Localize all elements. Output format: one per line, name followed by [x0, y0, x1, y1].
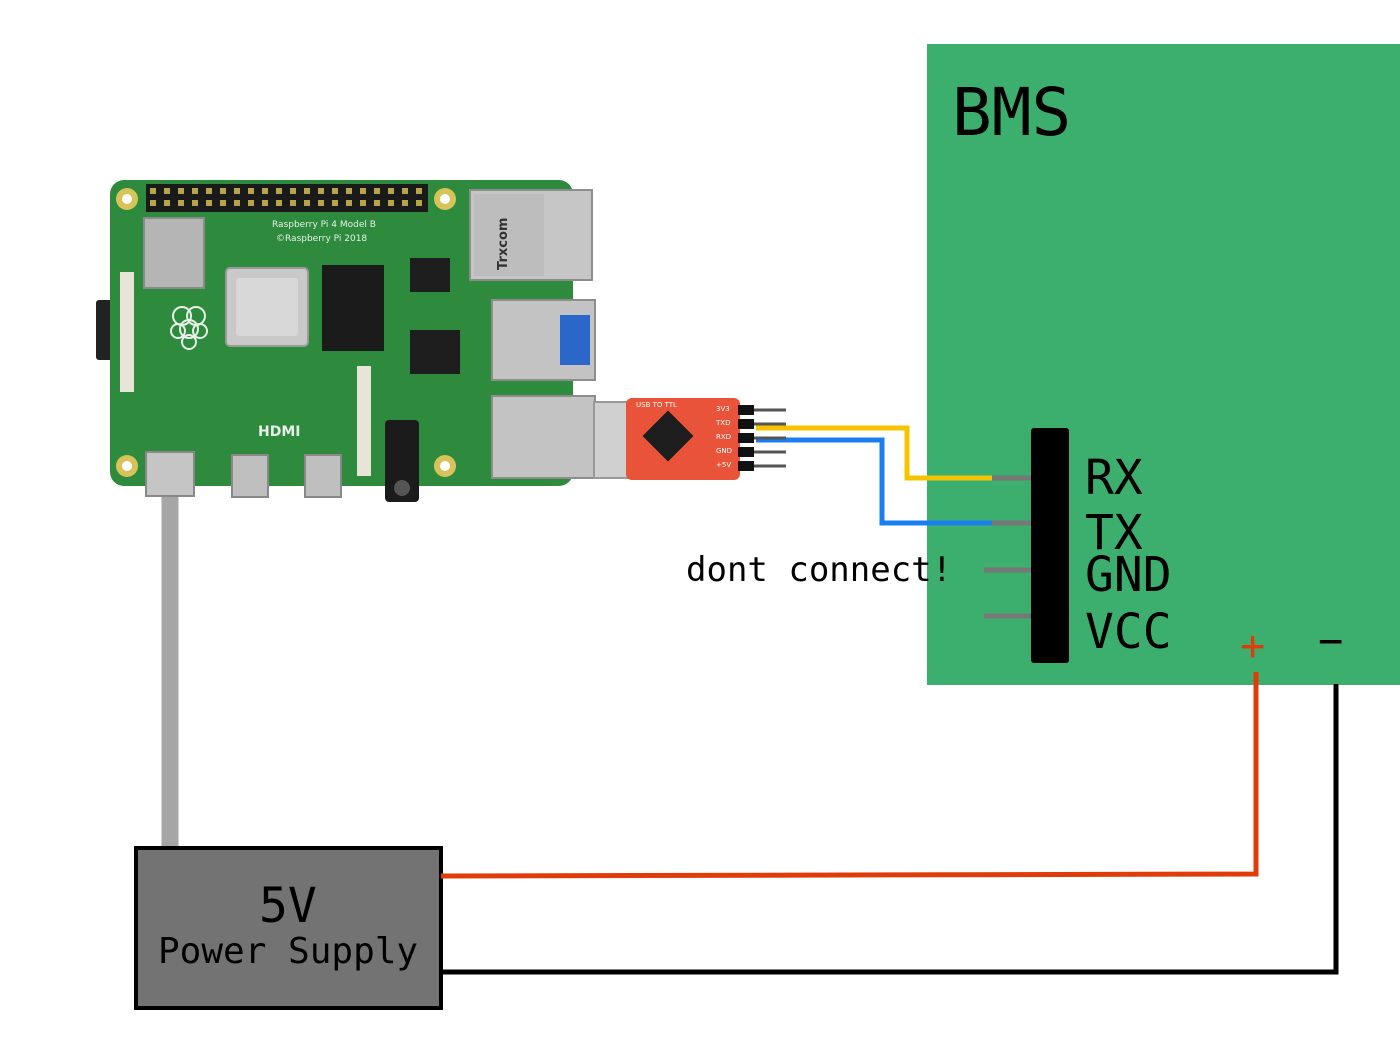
bms-minus-terminal: −: [1318, 620, 1343, 662]
gpio-pin: [220, 200, 226, 206]
ethernet-brand-text: Trxcom: [496, 218, 511, 270]
gpio-pin: [164, 200, 170, 206]
gpio-pin: [248, 188, 254, 194]
gpio-pin: [360, 200, 366, 206]
ttl-pin-label: TXD: [716, 419, 730, 427]
usb-ttl-adapter: [594, 398, 786, 480]
pi-copyright-text: ©Raspberry Pi 2018: [276, 234, 367, 244]
gpio-pin: [416, 200, 422, 206]
warning-label: dont connect!: [686, 553, 952, 587]
gpio-pin: [262, 200, 268, 206]
ttl-header-housing: [738, 419, 754, 429]
ram-chip: [322, 265, 384, 351]
ttl-pin-label: GND: [716, 447, 732, 455]
gpio-pin: [402, 188, 408, 194]
positive-wire: [441, 672, 1256, 876]
gpio-pin: [318, 200, 324, 206]
gpio-pin: [402, 200, 408, 206]
gpio-pin: [150, 188, 156, 194]
ttl-pin-label: 3V3: [716, 405, 730, 413]
gpio-pin: [360, 188, 366, 194]
usb-hub-chip: [410, 330, 460, 374]
gpio-pin: [388, 188, 394, 194]
gpio-pin: [178, 188, 184, 194]
usb2-port: [492, 396, 595, 478]
gpio-header: [146, 184, 428, 212]
bms-pin-rx: RX: [1085, 454, 1143, 502]
gpio-pin: [318, 188, 324, 194]
gpio-pin: [192, 188, 198, 194]
gpio-pin: [220, 188, 226, 194]
ttl-pin-label: RXD: [716, 433, 731, 441]
gpio-pin: [276, 200, 282, 206]
gpio-pin: [150, 200, 156, 206]
gpio-pin: [290, 188, 296, 194]
gpio-pin: [192, 200, 198, 206]
camera-connector: [357, 366, 371, 476]
ttl-label: USB TO TTL: [636, 401, 677, 409]
gpio-pin: [206, 200, 212, 206]
gpio-pin: [234, 200, 240, 206]
power-supply-label: Power Supply: [158, 934, 418, 970]
gpio-pin: [276, 188, 282, 194]
gpio-pin: [164, 188, 170, 194]
ttl-header-housing: [738, 405, 754, 415]
usb-c-power-port: [146, 452, 194, 496]
micro-hdmi-port-0: [232, 455, 268, 497]
usb-controller-chip: [410, 258, 450, 292]
power-supply-voltage: 5V: [259, 882, 317, 930]
gpio-pin: [304, 188, 310, 194]
gpio-pin: [178, 200, 184, 206]
bms-pin-vcc: VCC: [1085, 608, 1172, 656]
ttl-header-housing: [738, 461, 754, 471]
bms-title: BMS: [952, 80, 1071, 146]
ttl-pin-label: +5V: [716, 461, 731, 469]
ttl-header-housing: [738, 433, 754, 443]
display-connector: [120, 272, 134, 392]
usb-plug: [594, 402, 628, 478]
bms-connector: [1031, 428, 1069, 663]
gpio-pin: [346, 188, 352, 194]
gpio-pin: [416, 188, 422, 194]
negative-wire: [441, 684, 1336, 972]
bms-plus-terminal: +: [1240, 625, 1265, 667]
gpio-pin: [346, 200, 352, 206]
bms-pin-gnd: GND: [1085, 551, 1172, 599]
gpio-pin: [248, 200, 254, 206]
pi-model-text: Raspberry Pi 4 Model B: [272, 220, 376, 230]
gpio-pin: [332, 188, 338, 194]
gpio-pin: [374, 200, 380, 206]
gpio-pin: [304, 200, 310, 206]
gpio-pin: [290, 200, 296, 206]
gpio-pin: [388, 200, 394, 206]
pi-hdmi-text: HDMI: [258, 424, 300, 440]
gpio-pin: [234, 188, 240, 194]
ttl-header-housing: [738, 447, 754, 457]
gpio-pin: [332, 200, 338, 206]
micro-hdmi-port-1: [305, 455, 341, 497]
wifi-module: [144, 218, 204, 288]
gpio-pin: [206, 188, 212, 194]
gpio-pin: [374, 188, 380, 194]
gpio-pin: [262, 188, 268, 194]
